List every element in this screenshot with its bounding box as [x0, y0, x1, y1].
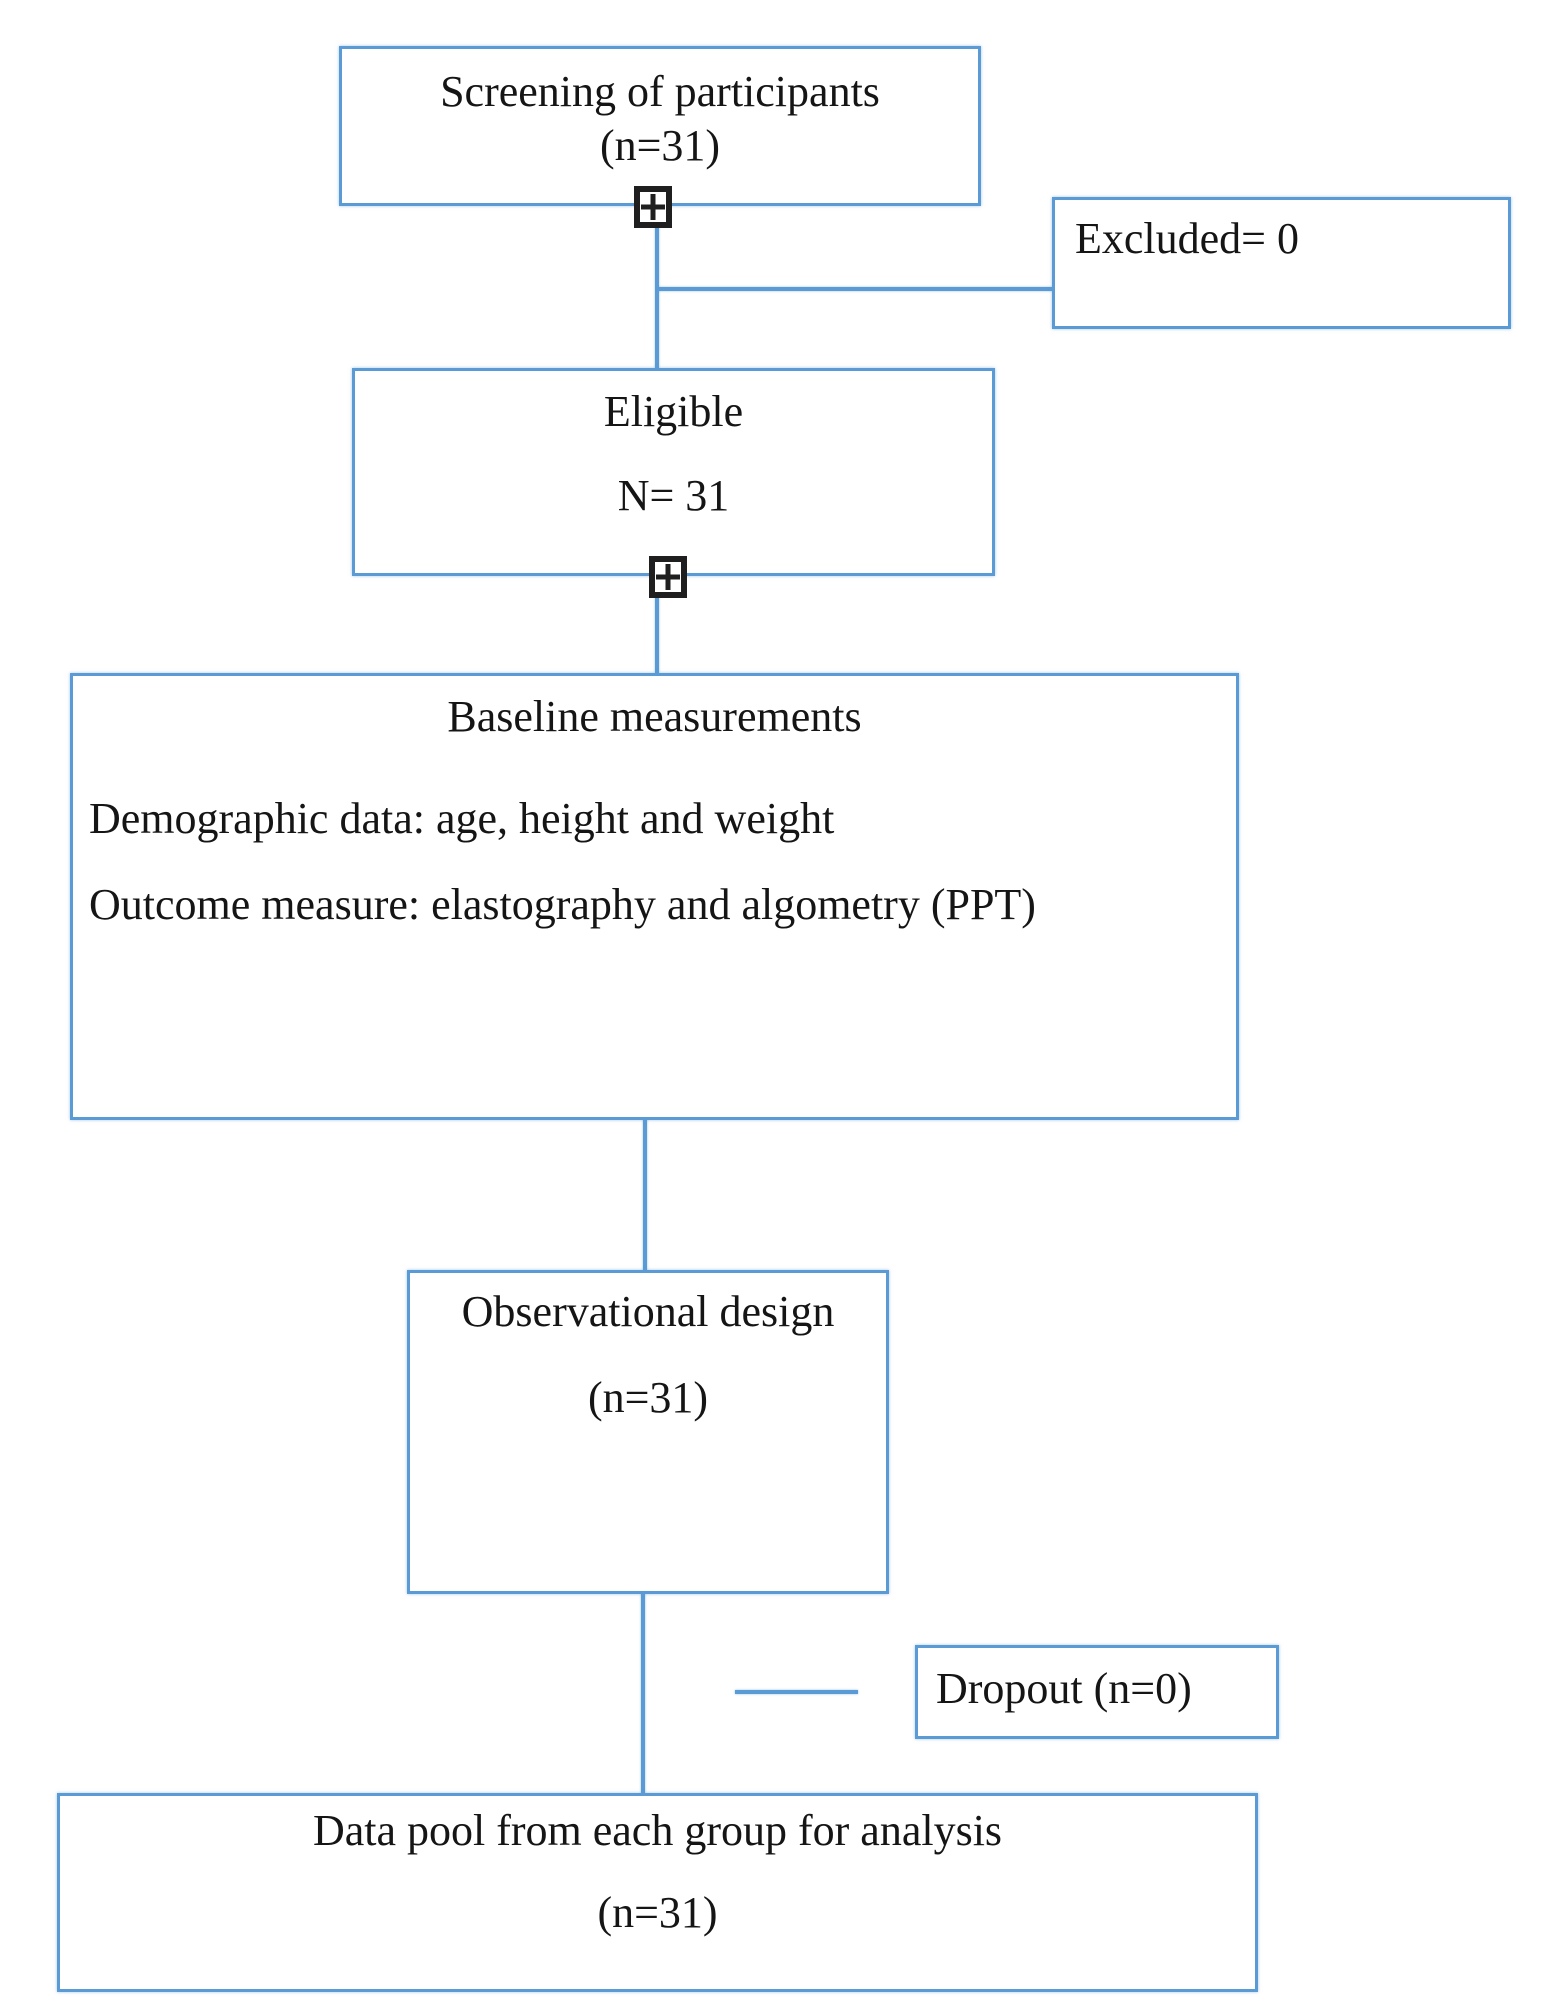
baseline-title: Baseline measurements — [447, 692, 862, 741]
connector-observational-to-datapool — [641, 1592, 645, 1795]
observational-count: (n=31) — [587, 1373, 709, 1422]
connector-branch-to-excluded — [657, 287, 1054, 291]
anchor-plus-icon — [649, 556, 687, 598]
screening-count: (n=31) — [599, 121, 721, 170]
screening-box: Screening of participants (n=31) — [339, 46, 981, 206]
eligible-title: Eligible — [603, 387, 744, 436]
eligible-count: N= 31 — [617, 471, 730, 520]
baseline-measurements-box: Baseline measurements Demographic data: … — [70, 673, 1239, 1120]
datapool-count: (n=31) — [597, 1888, 718, 1937]
dropout-label: Dropout (n=0) — [936, 1664, 1192, 1713]
screening-title: Screening of participants — [440, 67, 880, 116]
observational-title: Observational design — [461, 1287, 835, 1336]
eligible-box: Eligible N= 31 — [352, 368, 995, 576]
anchor-plus-icon — [634, 186, 672, 228]
connector-baseline-to-observational — [643, 1117, 647, 1272]
baseline-demographic-item: Demographic data: age, height and weight — [89, 794, 835, 843]
excluded-box: Excluded= 0 — [1052, 197, 1511, 329]
connector-dropout-dash — [735, 1690, 858, 1694]
data-pool-box: Data pool from each group for analysis (… — [57, 1793, 1258, 1992]
excluded-label: Excluded= 0 — [1075, 214, 1299, 263]
observational-design-box: Observational design (n=31) — [407, 1270, 889, 1594]
connector-eligible-to-baseline — [655, 574, 659, 674]
baseline-outcome-item: Outcome measure: elastography and algome… — [89, 880, 1036, 929]
datapool-title: Data pool from each group for analysis — [312, 1806, 1003, 1855]
dropout-box: Dropout (n=0) — [915, 1645, 1279, 1739]
